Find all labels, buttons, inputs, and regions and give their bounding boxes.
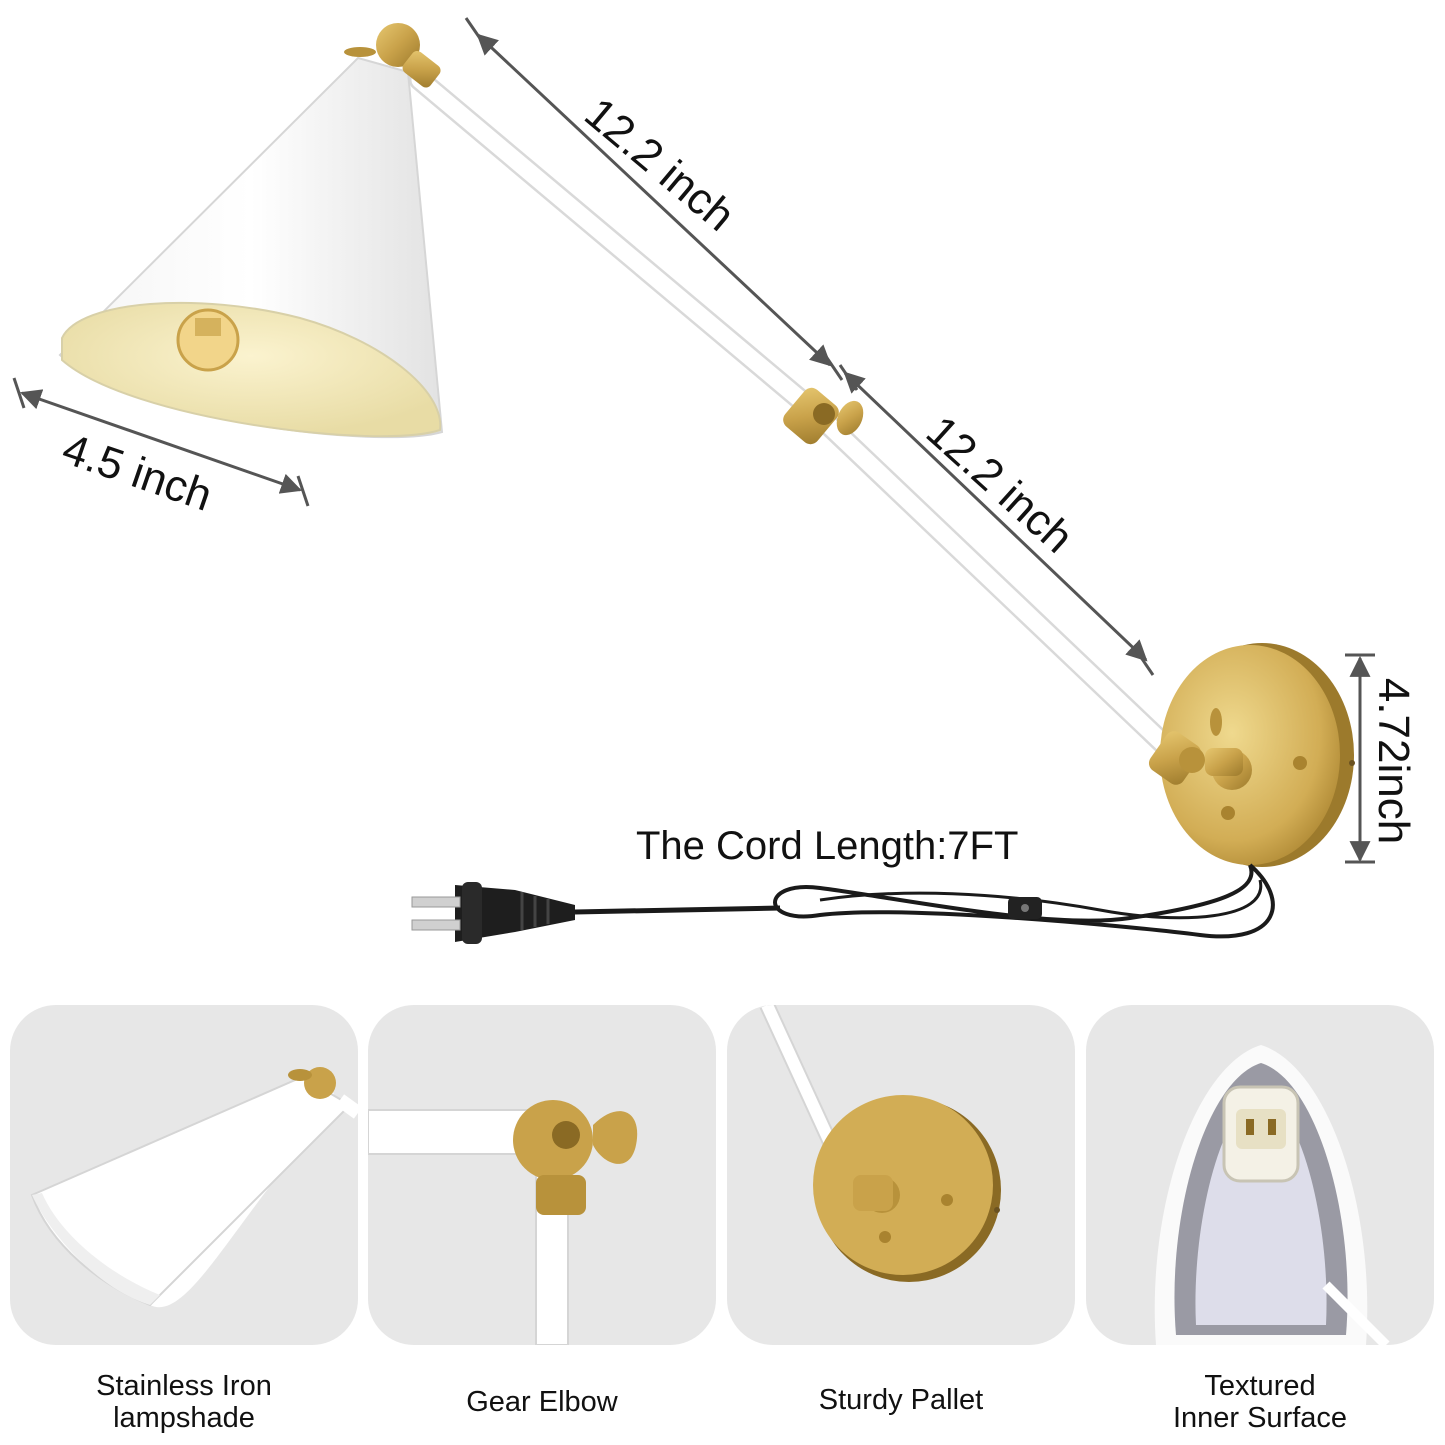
feature-caption-lampshade: Stainless Iron lampshade (96, 1370, 272, 1434)
feature-caption-gear-elbow: Gear Elbow (466, 1386, 618, 1418)
wall-plate (1148, 643, 1355, 867)
feature-caption-pallet: Sturdy Pallet (818, 1384, 984, 1416)
plug (411, 882, 575, 944)
cord-length-label: The Cord Length:7FT (636, 824, 1019, 868)
lamp-drawing (12, 17, 1375, 944)
product-illustration: 12.2 inch 12.2 inch 4.5 inch 4.72inch Th… (12, 17, 1419, 944)
lampshade-icon (30, 1067, 358, 1308)
feature-tile-gear-elbow (368, 1005, 716, 1345)
feature-tile-inner-surface (1086, 1005, 1434, 1345)
inner-surface-icon (1154, 1045, 1390, 1345)
pallet-icon (759, 1005, 1001, 1282)
gear-elbow-icon (368, 1100, 638, 1345)
lamp-shade (58, 23, 444, 439)
feature-caption-inner-surface: Textured Inner Surface (1172, 1370, 1348, 1434)
feature-tile-pallet (727, 1005, 1075, 1345)
dimension-arrows (12, 17, 1375, 864)
feature-tile-lampshade (10, 1005, 358, 1345)
power-cord (574, 863, 1275, 939)
backplate-height-dimension: 4.72inch (1369, 677, 1419, 845)
